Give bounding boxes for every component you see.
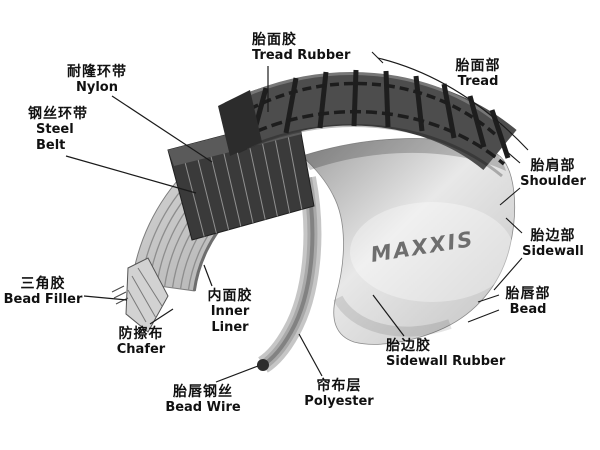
label-polyester: 帘布层 Polyester [304,378,374,410]
label-sidewall-zh: 胎边部 [530,228,576,244]
region-tread-tick [371,51,384,64]
label-tread-rubber: 胎面胶 Tread Rubber [252,32,350,64]
sidewall-outer [301,138,516,345]
label-inner-liner-en: Inner Liner [210,304,250,335]
label-sidewall: 胎边部 Sidewall [520,228,586,260]
leader-steel-belt [65,155,197,194]
label-tread-rubber-zh: 胎面胶 [252,32,297,48]
bead-filler-shape [125,257,169,333]
label-shoulder-zh: 胎肩部 [530,158,576,174]
leader-polyester [298,333,323,377]
label-bead-filler-zh: 三角胶 [20,276,66,292]
region-sidewall-upper [505,217,523,234]
region-shoulder-upper [504,149,521,164]
region-bead-lower [467,309,500,323]
label-bead-wire-zh: 胎唇钢丝 [173,384,233,400]
leader-nylon [111,95,213,163]
label-inner-liner-zh: 内面胶 [207,288,253,304]
label-shoulder-en: Shoulder [520,174,586,189]
label-chafer-zh: 防擦布 [118,326,164,342]
label-shoulder: 胎肩部 Shoulder [518,158,588,190]
leader-bead-wire [215,365,259,383]
label-nylon-zh: 耐隆环带 [67,64,127,80]
region-lines [371,51,529,323]
bead-hatch-marks [111,285,129,305]
label-bead: 胎唇部 Bead [500,286,556,318]
label-sidewall-en: Sidewall [522,244,584,259]
label-bead-zh: 胎唇部 [505,286,551,302]
region-shoulder-lower [499,187,521,206]
label-bead-filler: 三角胶 Bead Filler [2,276,84,308]
leader-lines [65,66,405,383]
region-sidewall-lower [493,257,523,291]
leader-chafer [149,308,174,325]
label-chafer: 防擦布 Chafer [110,326,172,358]
label-bead-filler-en: Bead Filler [3,292,83,307]
label-nylon: 耐隆环带 Nylon [58,64,136,96]
label-inner-liner: 内面胶 Inner Liner [190,288,270,336]
label-tread: 胎面部 Tread [446,58,510,90]
label-bead-wire: 胎唇钢丝 Bead Wire [164,384,242,416]
label-tread-en: Tread [457,74,499,89]
label-tread-rubber-en: Tread Rubber [252,48,351,63]
leader-sidewall-rubber [372,294,405,337]
label-nylon-en: Nylon [76,80,118,95]
label-bead-wire-en: Bead Wire [165,400,241,415]
label-steel-belt: 钢丝环带 Steel Belt [28,106,88,154]
label-sidewall-rubber-en: Sidewall Rubber [386,354,506,369]
label-steel-belt-en: Steel Belt [36,122,74,153]
tread-cut-face [218,90,262,156]
label-polyester-zh: 帘布层 [316,378,362,394]
label-bead-en: Bead [509,302,547,317]
leader-inner-liner [203,264,213,287]
tread-band [218,69,517,178]
region-tread-span [377,57,529,151]
label-chafer-en: Chafer [116,342,166,357]
label-steel-belt-zh: 钢丝环带 [28,106,88,122]
bead-wire-core [257,359,269,371]
label-sidewall-rubber-zh: 胎边胶 [386,338,431,354]
ply-turnup-band [257,176,322,373]
leader-bead-filler [83,295,128,301]
region-bead-upper [477,294,500,303]
label-sidewall-rubber: 胎边胶 Sidewall Rubber [386,338,505,370]
label-tread-zh: 胎面部 [455,58,501,74]
label-polyester-en: Polyester [304,394,374,409]
